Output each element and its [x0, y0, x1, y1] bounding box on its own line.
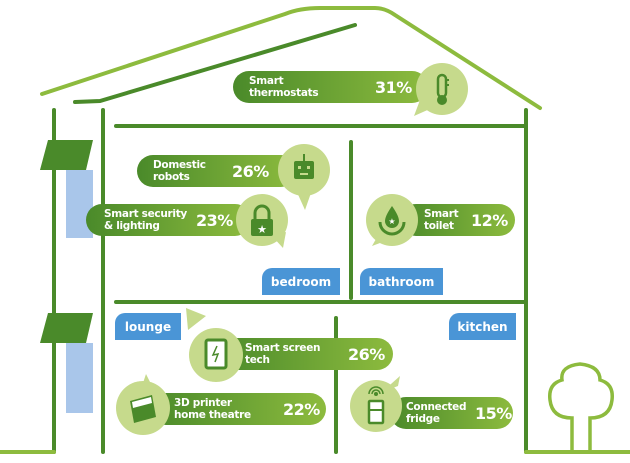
- window-lower: [40, 313, 93, 413]
- stat-label: Domestic: [153, 159, 206, 171]
- stat-label: & lighting: [104, 220, 160, 232]
- water-drop-icon: ★: [366, 194, 418, 246]
- stat-label: Smart: [424, 208, 459, 220]
- stat-label: robots: [153, 171, 190, 183]
- window-upper: [40, 140, 93, 238]
- stat-value: 22%: [283, 399, 320, 419]
- tablet-icon: [189, 328, 243, 382]
- roof-outer: [40, 6, 542, 110]
- stat-value: 26%: [232, 161, 269, 181]
- stat-value: 15%: [475, 403, 512, 423]
- robot-icon: [278, 144, 330, 196]
- svg-text:★: ★: [388, 217, 395, 226]
- stat-label: tech: [245, 354, 270, 366]
- stat-label: Smart: [249, 75, 284, 87]
- room-label-lounge: lounge: [115, 313, 181, 340]
- padlock-icon: ★: [236, 194, 288, 246]
- room-label-kitchen: kitchen: [449, 313, 516, 340]
- stat-label: Connected: [406, 401, 467, 413]
- stat-label: toilet: [424, 220, 454, 232]
- stat-label: Smart screen: [245, 342, 321, 354]
- stat-value: 26%: [348, 344, 385, 364]
- 3d-printer-icon: [116, 381, 170, 435]
- stat-label: home theatre: [174, 409, 251, 421]
- svg-text:★: ★: [257, 223, 267, 236]
- room-label-bedroom: bedroom: [262, 268, 340, 295]
- thermometer-icon: [416, 63, 468, 115]
- stat-value: 12%: [471, 210, 508, 230]
- stat-label: Smart security: [104, 208, 187, 220]
- stat-smart-security-lighting: Smart security& lighting 23%: [86, 204, 251, 236]
- stat-label: 3D printer: [174, 397, 232, 409]
- stat-label: thermostats: [249, 87, 319, 99]
- connected-fridge-icon: [350, 380, 402, 432]
- tree-icon: [548, 362, 614, 454]
- room-label-bathroom: bathroom: [360, 268, 443, 295]
- roof-inner: [73, 23, 357, 104]
- stat-label: fridge: [406, 413, 440, 425]
- stat-value: 23%: [196, 210, 233, 230]
- stat-value: 31%: [375, 77, 412, 97]
